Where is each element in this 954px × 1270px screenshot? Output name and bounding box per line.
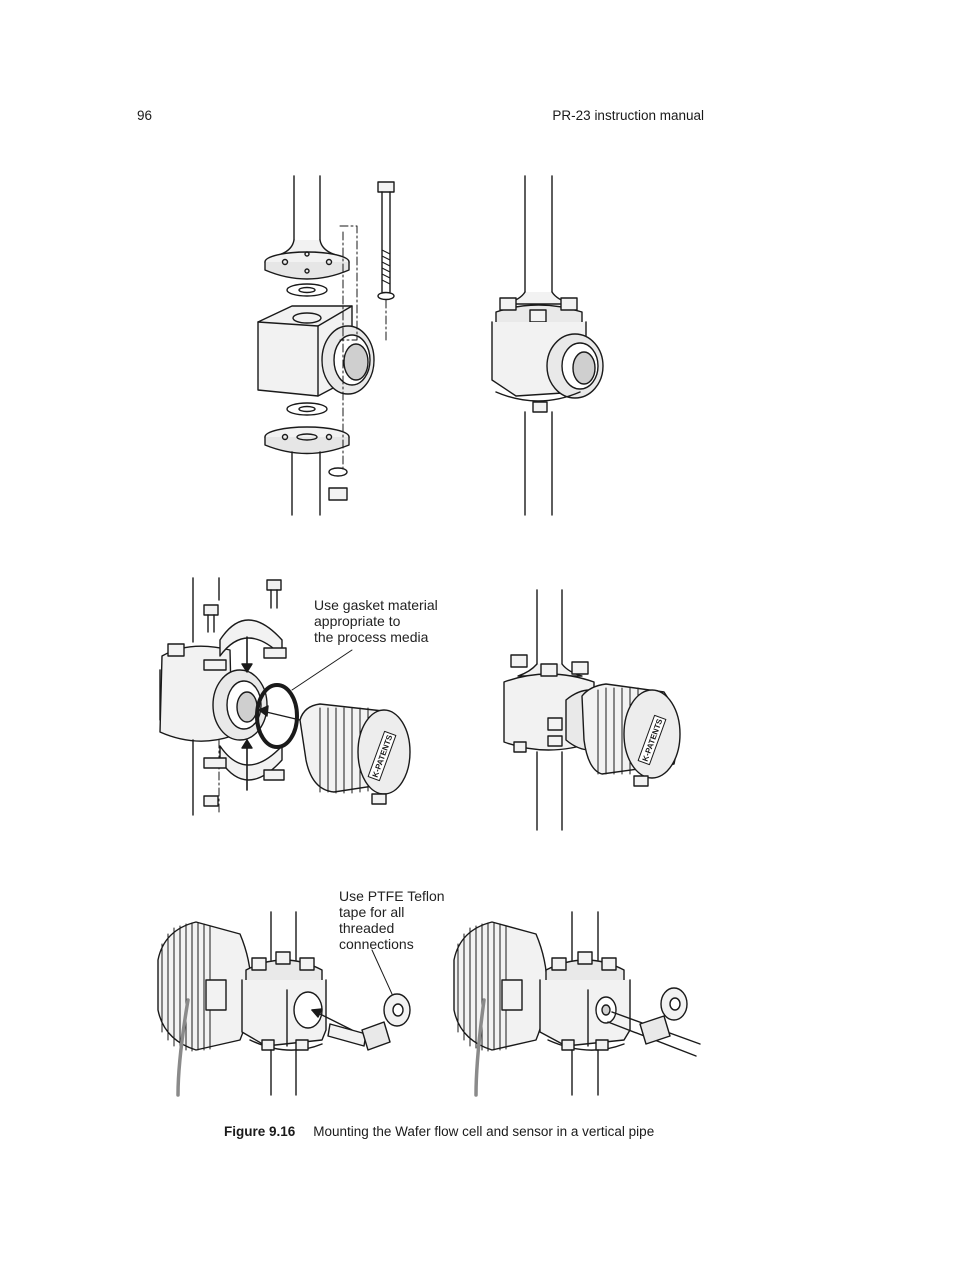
page-number: 96 — [137, 108, 153, 123]
callout-gasket-note: Use gasket material appropriate to the p… — [314, 597, 438, 645]
panel-2-assembled-wafer — [491, 175, 604, 516]
figure-caption: Figure 9.16 Mounting the Wafer flow cell … — [224, 1124, 654, 1139]
panel-4-assembled-sensor: K-PATENTS — [503, 589, 681, 831]
figure-caption-label: Figure 9.16 — [224, 1124, 296, 1139]
panel-1-exploded-wafer — [257, 175, 395, 516]
panel-3-exploded-sensor: K-PATENTS — [159, 577, 411, 816]
panel-5-tape-connection — [157, 911, 411, 1097]
panel-6-tape-connected — [453, 911, 701, 1097]
figure-caption-text: Mounting the Wafer flow cell and sensor … — [313, 1124, 655, 1139]
callout-ptfe-note: Use PTFE Teflon tape for all threaded co… — [339, 888, 445, 952]
running-title: PR-23 instruction manual — [552, 108, 704, 123]
